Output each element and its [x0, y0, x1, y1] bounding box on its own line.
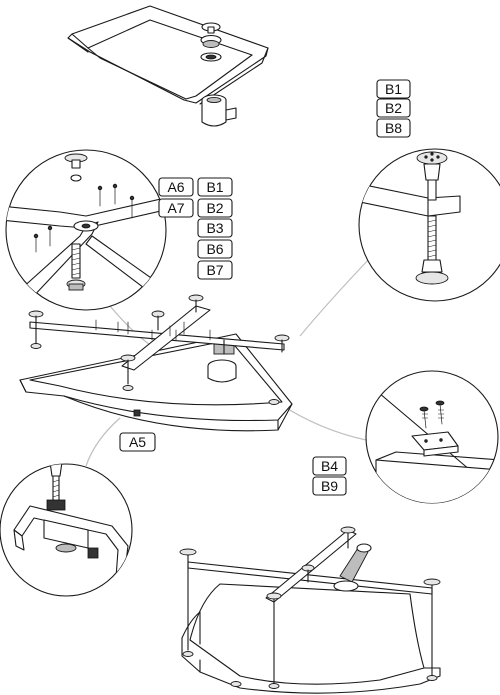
- svg-text:A5: A5: [129, 434, 146, 450]
- frame-assembly-illustration: [19, 294, 293, 432]
- svg-text:B9: B9: [321, 478, 338, 494]
- svg-text:B7: B7: [206, 262, 223, 278]
- svg-text:B2: B2: [206, 200, 223, 216]
- part-label-b1: B1: [376, 79, 411, 99]
- part-label-b9: B9: [312, 476, 347, 496]
- callout-guide-lines: [85, 255, 373, 467]
- svg-text:B3: B3: [206, 220, 223, 236]
- installed-tray-illustration: [179, 526, 441, 694]
- svg-text:B8: B8: [385, 120, 402, 136]
- part-label-b2-top: B2: [376, 98, 411, 118]
- svg-text:A7: A7: [167, 200, 184, 216]
- clamp-detail-callout: [0, 463, 133, 597]
- part-label-b3: B3: [197, 218, 233, 238]
- part-label-b1-left: B1: [197, 177, 233, 197]
- svg-text:B1: B1: [385, 81, 402, 97]
- svg-text:B1: B1: [206, 179, 223, 195]
- part-label-b6: B6: [197, 239, 233, 259]
- svg-text:A6: A6: [167, 179, 184, 195]
- tray-with-drain-illustration: [67, 5, 269, 127]
- part-label-a7: A7: [158, 198, 194, 218]
- part-label-b7: B7: [197, 260, 233, 280]
- part-label-a6: A6: [158, 177, 194, 197]
- adjustable-leg-detail-callout: [358, 148, 500, 302]
- svg-text:B4: B4: [321, 458, 338, 474]
- part-label-b8: B8: [376, 118, 411, 138]
- part-label-a5: A5: [119, 432, 156, 452]
- part-label-b2: B2: [197, 198, 233, 218]
- mounting-bracket-detail-callout: [365, 370, 499, 504]
- svg-text:B2: B2: [385, 100, 402, 116]
- frame-center-detail-callout: [5, 149, 167, 311]
- svg-text:B6: B6: [206, 241, 223, 257]
- part-label-b4: B4: [312, 456, 347, 476]
